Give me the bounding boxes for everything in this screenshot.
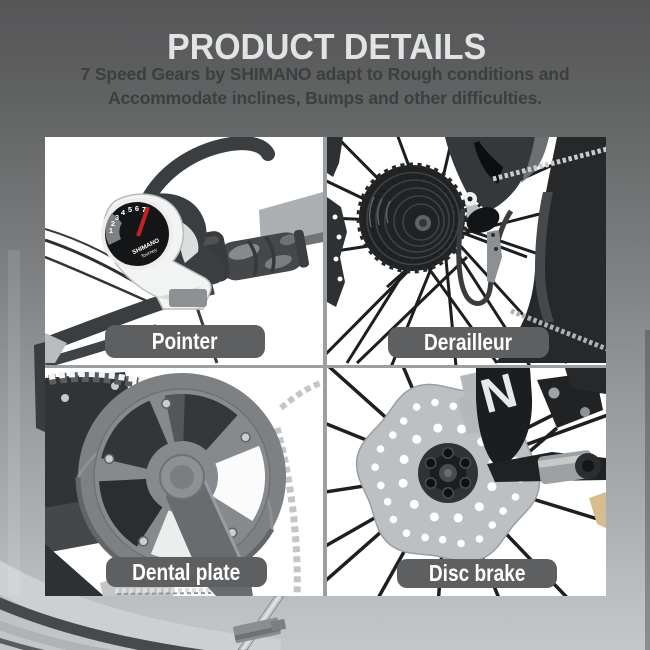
svg-text:4: 4 (121, 208, 126, 217)
svg-text:1: 1 (109, 226, 113, 235)
svg-text:3: 3 (115, 213, 119, 222)
svg-text:5: 5 (128, 205, 132, 214)
svg-text:7: 7 (142, 205, 146, 214)
svg-text:6: 6 (135, 204, 139, 213)
svg-text:2: 2 (111, 219, 115, 228)
